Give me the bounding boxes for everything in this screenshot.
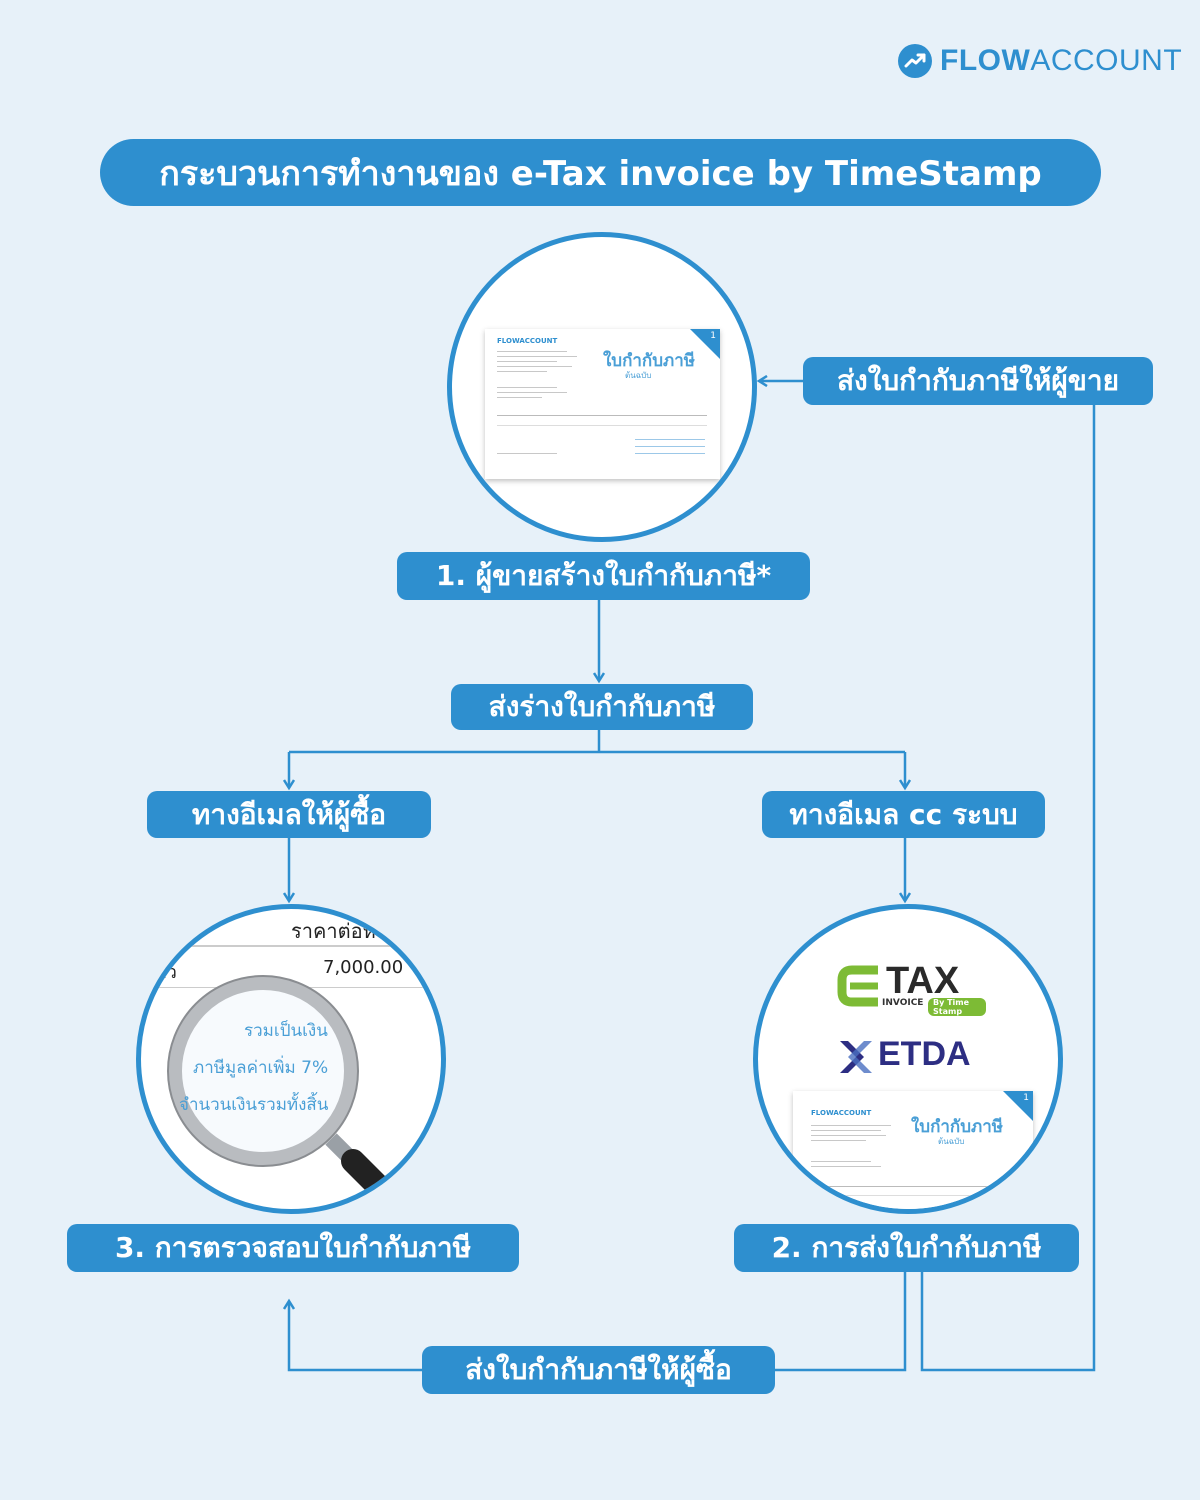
step3-label: 3. การตรวจสอบใบกำกับภาษี [67,1224,519,1272]
etax-invoice-text: INVOICE [882,998,924,1008]
invoice-corner [690,329,720,359]
line-step2-to-seller [920,405,1096,1372]
flowaccount-logo: FLOWACCOUNT [898,44,1182,78]
etda-text: ETDA [878,1035,971,1073]
invoice-subtitle: ต้นฉบับ [938,1137,965,1146]
page-title: กระบวนการทำงานของ e-Tax invoice by TimeS… [100,139,1101,206]
etax-logo: TAX INVOICE By Time Stamp [836,960,986,1016]
invoice-corner-number: 1 [710,331,716,341]
invoice-title: ใบกำกับภาษี [911,1117,1003,1137]
invoice-subtitle: ต้นฉบับ [625,371,652,380]
email-buyer-label: ทางอีเมลให้ผู้ซื้อ [147,791,431,838]
etda-logo: ETDA [836,1035,1006,1077]
grand-total-label: จำนวนเงินรวมทั้งสิ้น [179,1095,329,1115]
trend-up-icon [898,44,932,78]
send-to-seller-label: ส่งใบกำกับภาษีให้ผู้ขาย [803,357,1153,405]
step2-label: 2. การส่งใบกำกับภาษี [734,1224,1079,1272]
etax-by-badge: By Time Stamp [928,998,986,1016]
invoice-brand: FLOWACCOUNT [811,1109,872,1117]
vat-label: ภาษีมูลค่าเพิ่ม 7% [193,1058,329,1078]
invoice-preview-small: 1 FLOWACCOUNT ใบกำกับภาษี ต้นฉบับ [793,1091,1033,1209]
step1-label: 1. ผู้ขายสร้างใบกำกับภาษี* [397,552,810,600]
etax-text: TAX [886,960,960,1002]
etax-e-icon [837,965,878,1007]
invoice-circle: 1 FLOWACCOUNT ใบกำกับภาษี ต้นฉบับ [447,232,757,542]
magnifying-glass-icon [167,975,401,1209]
logo-text: FLOWACCOUNT [940,44,1183,77]
invoice-corner-number: 1 [1023,1093,1029,1103]
invoice-title: ใบกำกับภาษี [603,351,695,371]
invoice-brand: FLOWACCOUNT [497,337,558,345]
send-draft-label: ส่งร่างใบกำกับภาษี [451,684,753,730]
invoice-preview: 1 FLOWACCOUNT ใบกำกับภาษี ต้นฉบับ [485,329,720,479]
etda-x-icon [840,1041,872,1073]
etax-circle: TAX INVOICE By Time Stamp ETDA 1 FLOWACC… [753,904,1063,1214]
amount-value: 7,000.00 [323,957,404,978]
subtotal-label: รวมเป็นเงิน [244,1021,328,1041]
invoice-corner [1003,1091,1033,1121]
unit-label: ตัว [155,962,177,983]
email-cc-label: ทางอีเมล cc ระบบ [762,791,1045,838]
price-header: ราคาต่อห [291,919,376,943]
send-to-buyer-label: ส่งใบกำกับภาษีให้ผู้ซื้อ [422,1346,775,1394]
magnifier-circle: ราคาต่อห ตัว 7,000.00 รวมเป็นเงิน ภาษีมู… [136,904,446,1214]
